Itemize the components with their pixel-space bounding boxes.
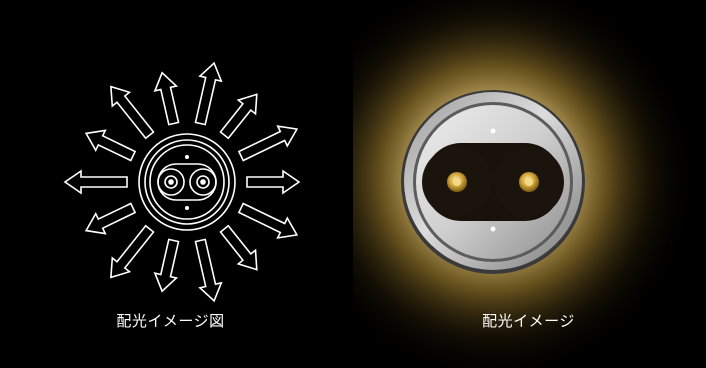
render-panel: 配光イメージ (353, 0, 706, 368)
brass-pin-right-center (525, 178, 533, 186)
light-ray-arrow-icon (237, 202, 299, 239)
light-ray-arrow-icon (110, 224, 155, 279)
light-ray-arrow-icon (153, 71, 180, 126)
light-ray-arrow-icon (153, 238, 180, 293)
light-ray-arrow-icon (246, 169, 301, 195)
light-ray-arrow-icon (84, 202, 137, 235)
light-ray-arrow-icon (237, 125, 299, 162)
light-ray-arrow-icon (219, 93, 258, 140)
screw-dot (490, 128, 496, 134)
brass-pin-left-center (453, 178, 461, 186)
render-caption: 配光イメージ (482, 312, 575, 330)
screw-dot (185, 206, 189, 210)
light-ray-arrow-icon (219, 224, 258, 271)
light-ray-arrow-icon (194, 61, 223, 126)
light-ray-arrow-icon (194, 238, 223, 303)
diagram-panel: 配光イメージ図 (63, 61, 301, 330)
light-ray-arrow-icon (110, 85, 155, 140)
light-distribution-diagram-icon (63, 61, 301, 303)
light-ray-arrow-icon (84, 129, 137, 162)
fixture-outline (138, 133, 236, 231)
lamp-fixture-icon (353, 0, 706, 368)
diagram-caption: 配光イメージ図 (116, 312, 225, 330)
screw-dot (185, 155, 189, 159)
screw-dot (490, 226, 496, 232)
light-rays (63, 61, 301, 303)
light-ray-arrow-icon (63, 169, 128, 195)
